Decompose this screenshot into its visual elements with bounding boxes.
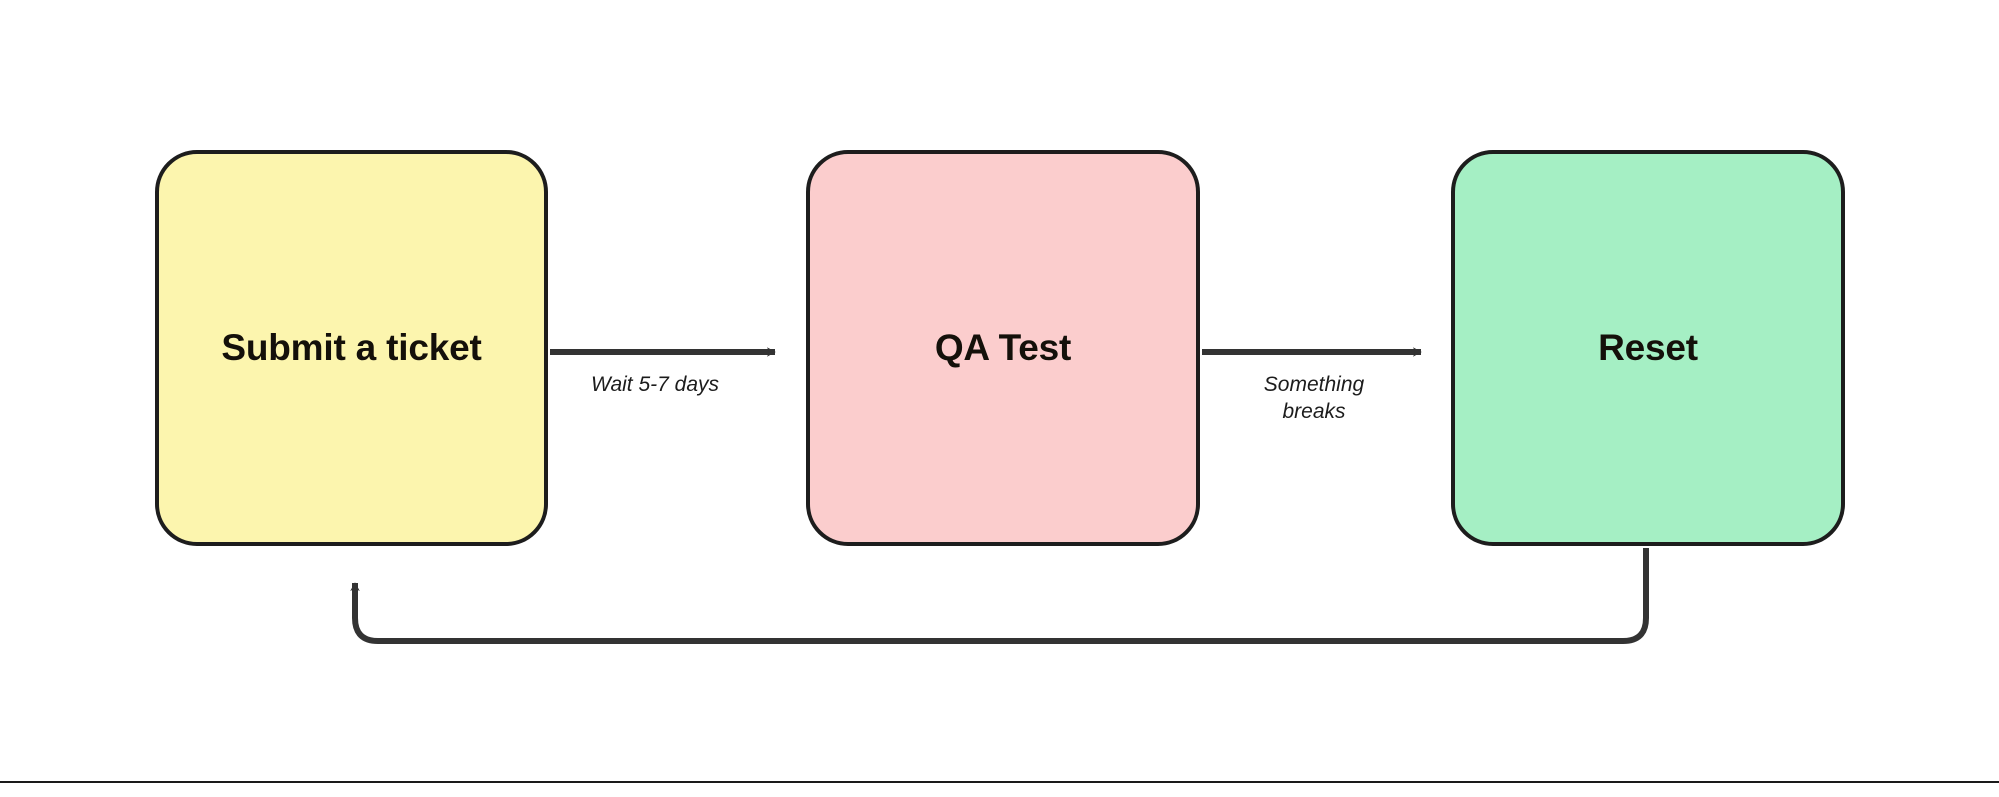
footer-divider (0, 781, 1999, 783)
node-label-qa: QA Test (934, 326, 1072, 368)
node-label-reset: Reset (1598, 326, 1698, 368)
node-qa-test[interactable]: QA Test (806, 150, 1200, 546)
edge-reset-to-submit (350, 548, 1649, 644)
node-reset[interactable]: Reset (1451, 150, 1845, 546)
edge-path-reset-to-submit (350, 548, 1649, 644)
node-label-submit: Submit a ticket (221, 326, 482, 368)
edge-label-wait-5-7-days: Wait 5-7 days (591, 373, 719, 396)
node-submit-a-ticket[interactable]: Submit a ticket (155, 150, 548, 546)
edge-label-something-breaks: Something breaks (1263, 373, 1365, 423)
